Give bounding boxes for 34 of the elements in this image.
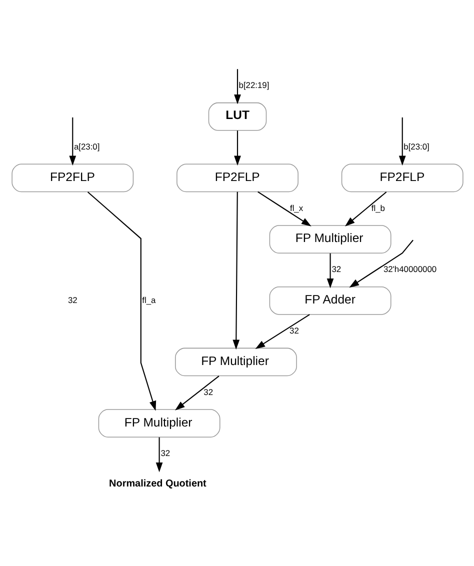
edge-label: fl_a <box>142 294 156 304</box>
node-box: LUT <box>208 102 266 130</box>
edge-label: 32'h40000000 <box>382 264 436 274</box>
node-box: FP2FLP <box>11 163 134 192</box>
edge-label: 32 <box>203 386 213 396</box>
node-box: FP Adder <box>268 286 391 314</box>
edge-label: 32 <box>331 264 341 274</box>
node-text: Normalized Quotient <box>108 478 206 490</box>
label: 32 <box>67 294 77 304</box>
node-box: FP Multiplier <box>174 347 296 376</box>
edge-label: 32 <box>289 324 298 335</box>
arrow <box>348 239 413 288</box>
arrow <box>174 375 219 410</box>
arrow <box>398 116 406 166</box>
edge-label: fl_x <box>289 202 303 212</box>
arrow <box>68 116 76 166</box>
edge-label: a[23:0] <box>73 140 100 151</box>
arrow <box>326 252 334 288</box>
arrow <box>155 436 162 472</box>
arrow <box>254 314 310 348</box>
node-box: FP Multiplier <box>268 224 391 253</box>
edge-label: b[22:19] <box>238 80 269 90</box>
arrow <box>86 191 156 410</box>
node-box: FP2FLP <box>340 163 463 192</box>
arrow <box>234 130 240 166</box>
arrow <box>232 191 240 350</box>
arrow <box>344 191 386 226</box>
arrow <box>257 190 311 226</box>
edge-label: 32 <box>160 448 170 458</box>
edge-label: b[23:0] <box>403 140 429 151</box>
node-box: FP2FLP <box>176 163 298 192</box>
edge-label: fl_b <box>370 202 384 212</box>
node-box: FP Multiplier <box>98 408 220 438</box>
arrow <box>234 68 240 104</box>
